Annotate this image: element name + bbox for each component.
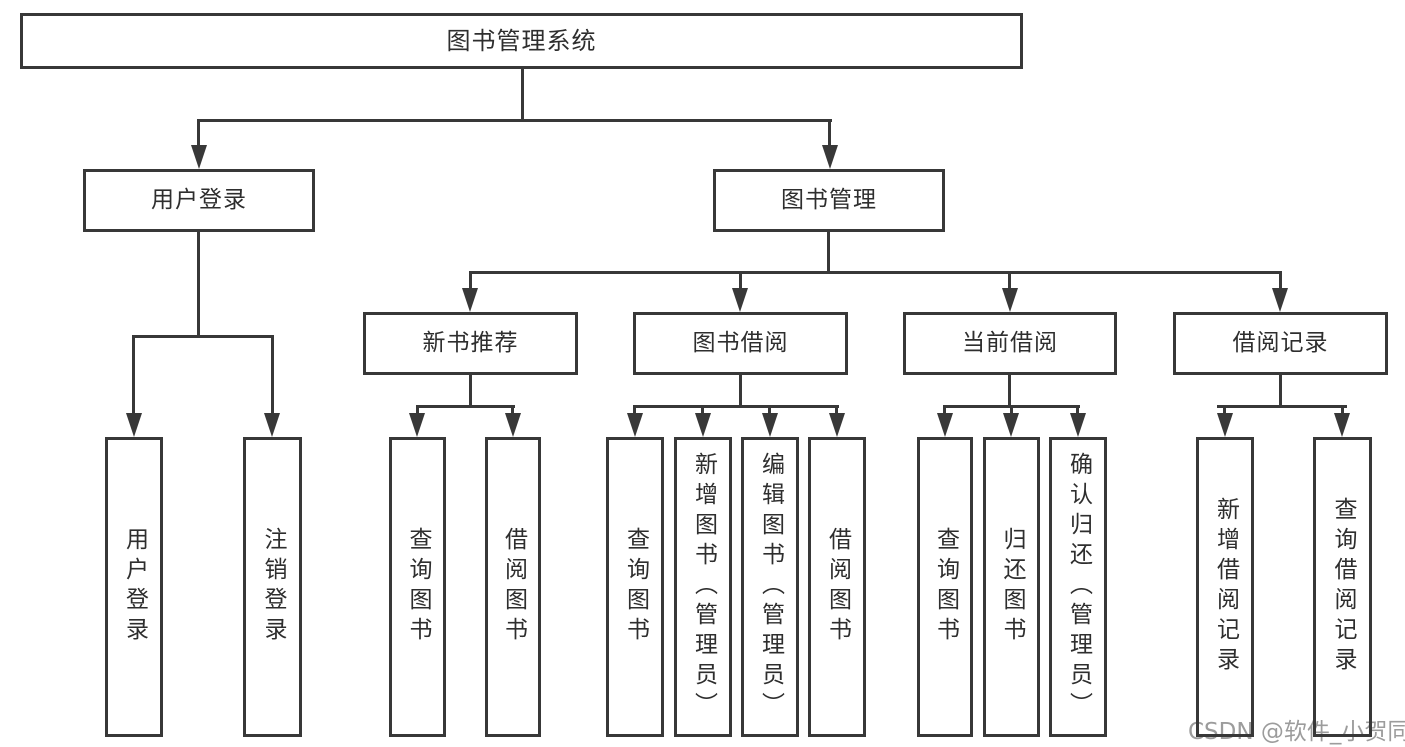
node-current-borrow-label: 当前借阅 [962, 330, 1058, 356]
connector-drop-recommend-query [416, 405, 419, 415]
arrow-down-borrow-add [695, 413, 711, 437]
node-leaf-confirm-return-admin: 确认归还（管理员） [1049, 437, 1107, 737]
node-leaf-recommend-borrow-books-label: 借阅图书 [500, 527, 527, 647]
connector-book-management-stub [827, 232, 830, 271]
connector-drop-book-management [828, 119, 831, 147]
connector-drop-current-borrow [1008, 271, 1011, 290]
connector-drop-borrow-records [1279, 271, 1282, 290]
connector-drop-logout [271, 335, 274, 415]
node-borrow-records-label: 借阅记录 [1232, 330, 1329, 356]
arrow-down-recommend-query [409, 413, 425, 437]
connector-drop-borrow-query [633, 405, 636, 415]
connector-drop-records-query [1341, 405, 1344, 415]
node-leaf-edit-book-admin-label: 编辑图书（管理员） [757, 452, 784, 722]
arrow-down-borrow-borrow [829, 413, 845, 437]
node-new-book-recommend-label: 新书推荐 [422, 330, 519, 356]
node-leaf-login-label: 用户登录 [121, 527, 148, 647]
connector-current-stub [1008, 375, 1011, 407]
connector-records-stub [1279, 375, 1282, 407]
connector-root-stub [521, 68, 524, 119]
connector-level2-rail [197, 119, 832, 122]
connector-drop-borrow-add [701, 405, 704, 415]
connector-recommend-rail [416, 405, 515, 408]
arrow-down-records-add [1217, 413, 1233, 437]
node-leaf-recommend-borrow-books: 借阅图书 [485, 437, 541, 737]
connector-user-login-rail [132, 335, 274, 338]
node-leaf-logout-label: 注销登录 [260, 527, 286, 647]
node-borrow-records: 借阅记录 [1173, 312, 1388, 375]
node-book-management: 图书管理 [713, 169, 945, 232]
node-leaf-add-book-admin: 新增图书（管理员） [674, 437, 732, 737]
node-leaf-return-book-label: 归还图书 [999, 527, 1025, 647]
node-leaf-add-borrow-record-label: 新增借阅记录 [1212, 497, 1239, 677]
arrow-down-borrow-query [627, 413, 643, 437]
node-leaf-recommend-query-books-label: 查询图书 [405, 527, 431, 647]
arrow-down-new-book-recommend [462, 288, 478, 312]
arrow-down-recommend-borrow [505, 413, 521, 437]
node-leaf-borrow-borrow-books: 借阅图书 [808, 437, 866, 737]
connector-drop-new-book-recommend [469, 271, 472, 290]
arrow-down-login [126, 413, 142, 437]
node-leaf-borrow-borrow-books-label: 借阅图书 [824, 527, 851, 647]
connector-drop-current-confirm [1076, 405, 1079, 415]
node-leaf-add-book-admin-label: 新增图书（管理员） [690, 452, 717, 722]
connector-records-rail [1217, 405, 1347, 408]
connector-drop-current-query [943, 405, 946, 415]
node-leaf-recommend-query-books: 查询图书 [389, 437, 446, 737]
node-user-login-label: 用户登录 [151, 187, 247, 213]
node-leaf-query-borrow-record: 查询借阅记录 [1313, 437, 1372, 737]
node-user-login: 用户登录 [83, 169, 315, 232]
arrow-down-borrow-edit [762, 413, 778, 437]
arrow-down-book-borrow [732, 288, 748, 312]
connector-borrow-stub [739, 375, 742, 407]
node-leaf-confirm-return-admin-label: 确认归还（管理员） [1065, 452, 1092, 722]
arrow-down-logout [264, 413, 280, 437]
connector-drop-borrow-edit [768, 405, 771, 415]
node-book-borrow-label: 图书借阅 [692, 330, 789, 356]
arrow-down-current-query [937, 413, 953, 437]
node-leaf-current-query-books: 查询图书 [917, 437, 973, 737]
node-root-label: 图书管理系统 [446, 27, 597, 55]
node-book-management-label: 图书管理 [781, 187, 877, 213]
connector-drop-book-borrow [739, 271, 742, 290]
arrow-down-book-management [822, 145, 838, 169]
connector-drop-current-return [1010, 405, 1013, 415]
node-leaf-current-query-books-label: 查询图书 [932, 527, 959, 647]
node-leaf-return-book: 归还图书 [983, 437, 1040, 737]
csdn-watermark: CSDN @软件_小贺同学 [1188, 719, 1405, 745]
arrow-down-user-login [191, 145, 207, 169]
node-leaf-edit-book-admin: 编辑图书（管理员） [741, 437, 799, 737]
arrow-down-borrow-records [1272, 288, 1288, 312]
connector-recommend-stub [469, 375, 472, 407]
connector-drop-borrow-borrow [835, 405, 838, 415]
node-root: 图书管理系统 [20, 13, 1023, 69]
node-leaf-borrow-query-books-label: 查询图书 [622, 527, 649, 647]
arrow-down-records-query [1334, 413, 1350, 437]
connector-drop-login [132, 335, 135, 415]
connector-user-login-stub [197, 232, 200, 336]
connector-drop-recommend-borrow [511, 405, 514, 415]
connector-drop-records-add [1223, 405, 1226, 415]
arrow-down-current-borrow [1002, 288, 1018, 312]
connector-level3-rail [469, 271, 1282, 274]
node-leaf-query-borrow-record-label: 查询借阅记录 [1330, 497, 1356, 677]
connector-borrow-rail [633, 405, 839, 408]
node-leaf-logout: 注销登录 [243, 437, 302, 737]
node-book-borrow: 图书借阅 [633, 312, 848, 375]
arrow-down-current-return [1003, 413, 1019, 437]
node-leaf-add-borrow-record: 新增借阅记录 [1196, 437, 1254, 737]
arrow-down-current-confirm [1070, 413, 1086, 437]
connector-drop-user-login [197, 119, 200, 147]
node-new-book-recommend: 新书推荐 [363, 312, 578, 375]
node-current-borrow: 当前借阅 [903, 312, 1117, 375]
node-leaf-login: 用户登录 [105, 437, 163, 737]
node-leaf-borrow-query-books: 查询图书 [606, 437, 664, 737]
